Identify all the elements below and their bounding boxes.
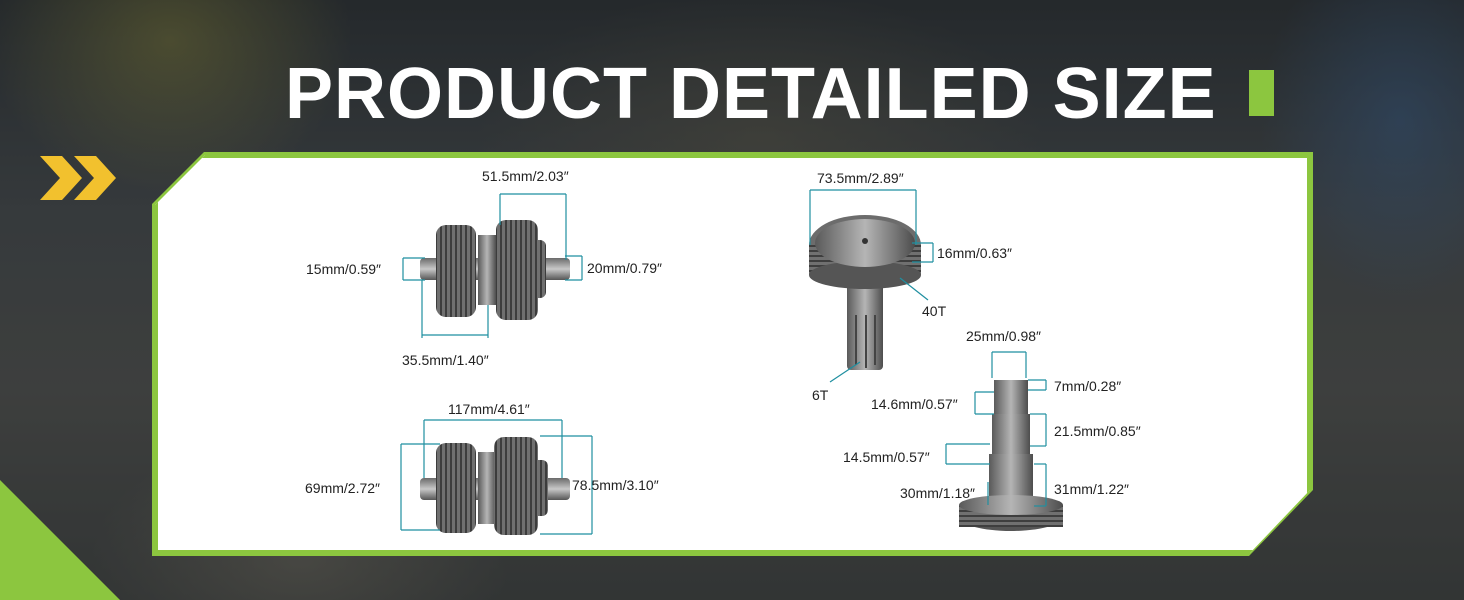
label-gear40-teeth: 40T bbox=[922, 303, 947, 319]
label-shaft-tip: 7mm/0.28″ bbox=[1054, 378, 1122, 394]
label-shaft-upper-dia: 14.6mm/0.57″ bbox=[871, 396, 958, 412]
label-left-gear-dia: 69mm/2.72″ bbox=[305, 480, 380, 496]
page-title: PRODUCT DETAILED SIZE bbox=[285, 54, 1217, 134]
label-gear40-width: 16mm/0.63″ bbox=[937, 245, 1012, 261]
label-gear-span: 35.5mm/1.40″ bbox=[402, 352, 489, 368]
label-spline-teeth: 6T bbox=[812, 387, 829, 403]
dimension-lines-shaft bbox=[945, 351, 1047, 507]
dimension-lines-top bbox=[402, 193, 583, 338]
title-accent-bar bbox=[1249, 70, 1274, 116]
gear-cluster-bottom bbox=[420, 437, 570, 535]
label-shaft-lower-dia: 14.5mm/0.57″ bbox=[843, 449, 930, 465]
product-panel bbox=[155, 155, 1310, 553]
label-top-left-width: 51.5mm/2.03″ bbox=[482, 168, 569, 184]
label-shaft-top-length: 25mm/0.98″ bbox=[966, 328, 1041, 344]
label-left-shaft-dia: 15mm/0.59″ bbox=[306, 261, 381, 277]
label-right-gear-dia: 78.5mm/3.10″ bbox=[572, 477, 659, 493]
label-shaft-mid-length: 21.5mm/0.85″ bbox=[1054, 423, 1141, 439]
gear-cluster-top bbox=[420, 220, 570, 320]
double-chevron-icon bbox=[40, 156, 116, 200]
label-total-length: 117mm/4.61″ bbox=[448, 401, 530, 417]
stepped-shaft bbox=[959, 380, 1063, 531]
label-gear40-dia: 73.5mm/2.89″ bbox=[817, 170, 904, 186]
dimension-lines-bottom bbox=[400, 419, 593, 535]
label-right-shaft-dia: 20mm/0.79″ bbox=[587, 260, 662, 276]
corner-accent bbox=[0, 480, 120, 600]
dimension-lines-40t bbox=[809, 189, 934, 383]
label-shaft-base-length: 31mm/1.22″ bbox=[1054, 481, 1129, 497]
label-shaft-base-dia: 30mm/1.18″ bbox=[900, 485, 975, 501]
gear-40t bbox=[809, 215, 921, 370]
